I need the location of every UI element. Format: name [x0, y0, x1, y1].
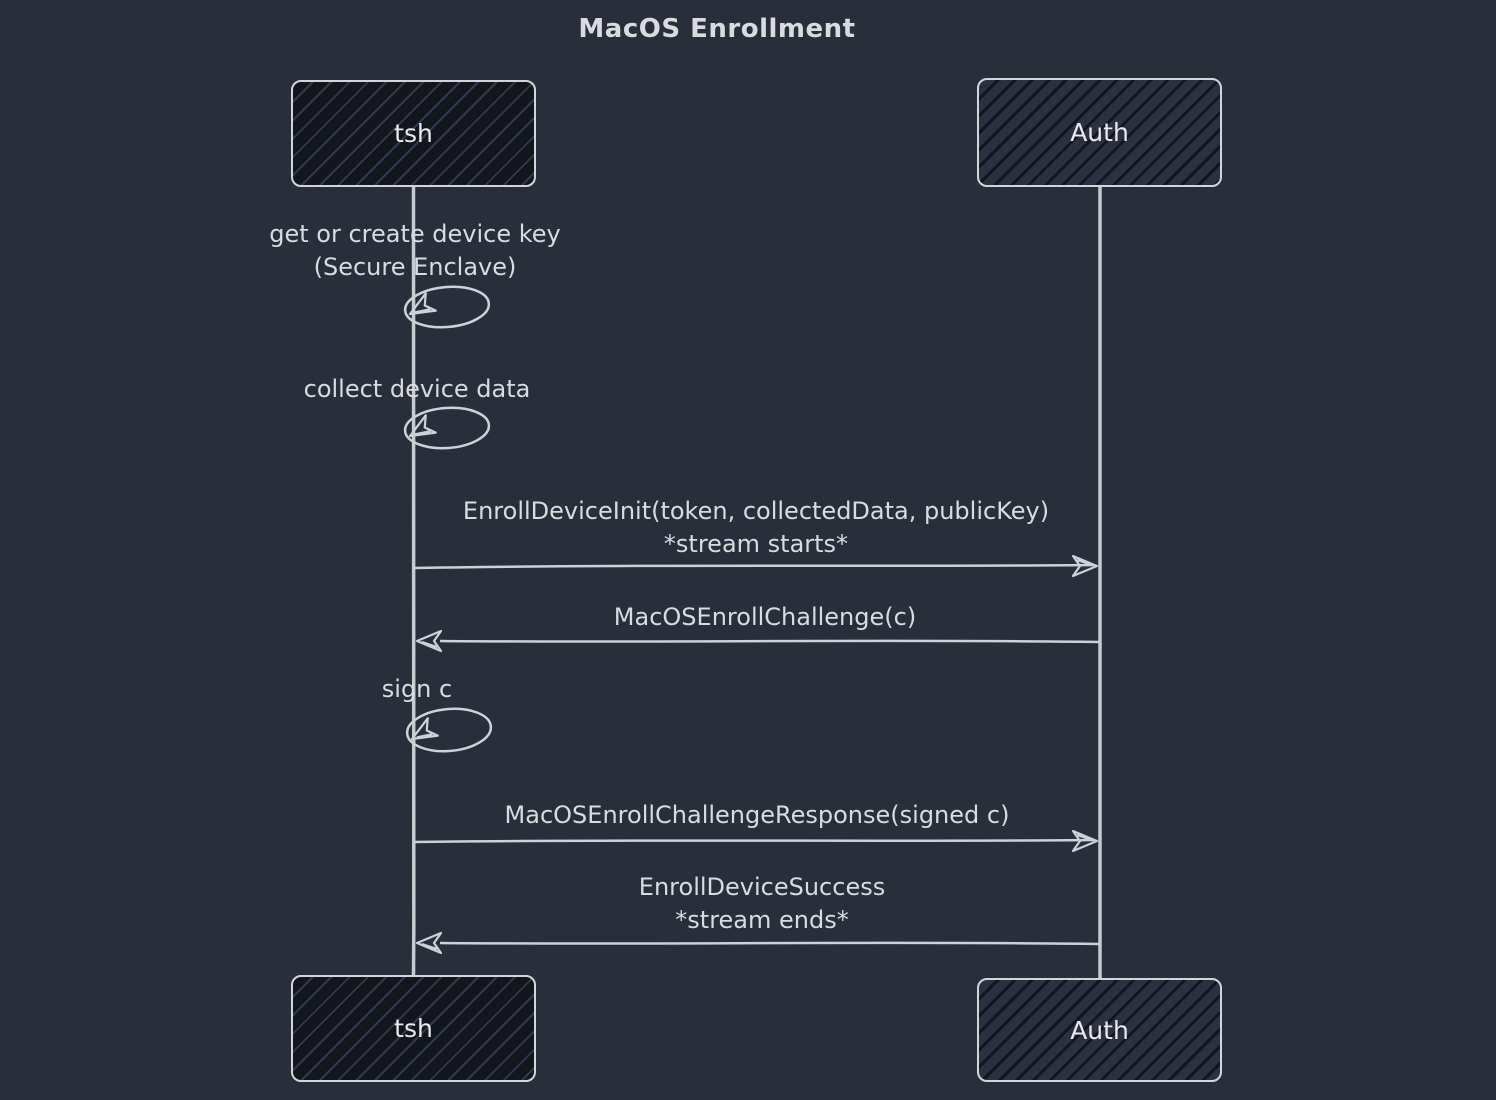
- actor-label-tsh: tsh: [394, 1014, 433, 1043]
- message-label: EnrollDeviceSuccess *stream ends*: [639, 871, 885, 937]
- actor-box-tsh-top: tsh: [291, 80, 536, 187]
- self-message-label: get or create device key (Secure Enclave…: [269, 218, 561, 284]
- lifeline-tsh: [411, 186, 416, 978]
- message-label: EnrollDeviceInit(token, collectedData, p…: [463, 495, 1049, 561]
- arrowhead-icon: [415, 931, 443, 955]
- message-line-text: EnrollDeviceInit(token, collectedData, p…: [462, 497, 1050, 525]
- message-line: [413, 563, 1095, 570]
- message-line: [439, 639, 1101, 644]
- message-label: MacOSEnrollChallengeResponse(signed c): [505, 799, 1010, 832]
- self-message-line: collect device data: [303, 375, 531, 403]
- actor-label-tsh: tsh: [394, 119, 433, 148]
- actor-box-tsh-bottom: tsh: [291, 975, 536, 1082]
- actor-box-auth-bottom: Auth: [977, 978, 1222, 1082]
- self-message-label: sign c: [382, 673, 452, 706]
- message-label: MacOSEnrollChallenge(c): [614, 601, 916, 634]
- actor-label-auth: Auth: [1070, 118, 1129, 147]
- message-line-text: MacOSEnrollChallengeResponse(signed c): [504, 801, 1010, 829]
- message-line-text: EnrollDeviceSuccess: [638, 873, 886, 901]
- self-message-line: sign c: [381, 675, 453, 703]
- self-message-label: collect device data: [304, 373, 531, 406]
- message-line-text: *stream ends*: [675, 906, 849, 934]
- actor-label-auth: Auth: [1070, 1015, 1129, 1045]
- message-line-text: MacOSEnrollChallenge(c): [613, 603, 917, 631]
- message-line: [413, 838, 1095, 844]
- message-line-text: *stream starts*: [663, 530, 849, 558]
- self-message-line: (Secure Enclave): [313, 253, 517, 281]
- self-loop: [403, 285, 491, 329]
- message-line: [439, 941, 1101, 946]
- arrowhead-icon: [415, 629, 443, 653]
- diagram-title: MacOS Enrollment: [578, 14, 856, 44]
- self-loop: [405, 707, 493, 753]
- lifeline-auth: [1097, 186, 1103, 981]
- actor-box-auth-top: Auth: [977, 78, 1222, 187]
- self-message-line: get or create device key: [269, 220, 561, 248]
- self-loop: [403, 406, 491, 450]
